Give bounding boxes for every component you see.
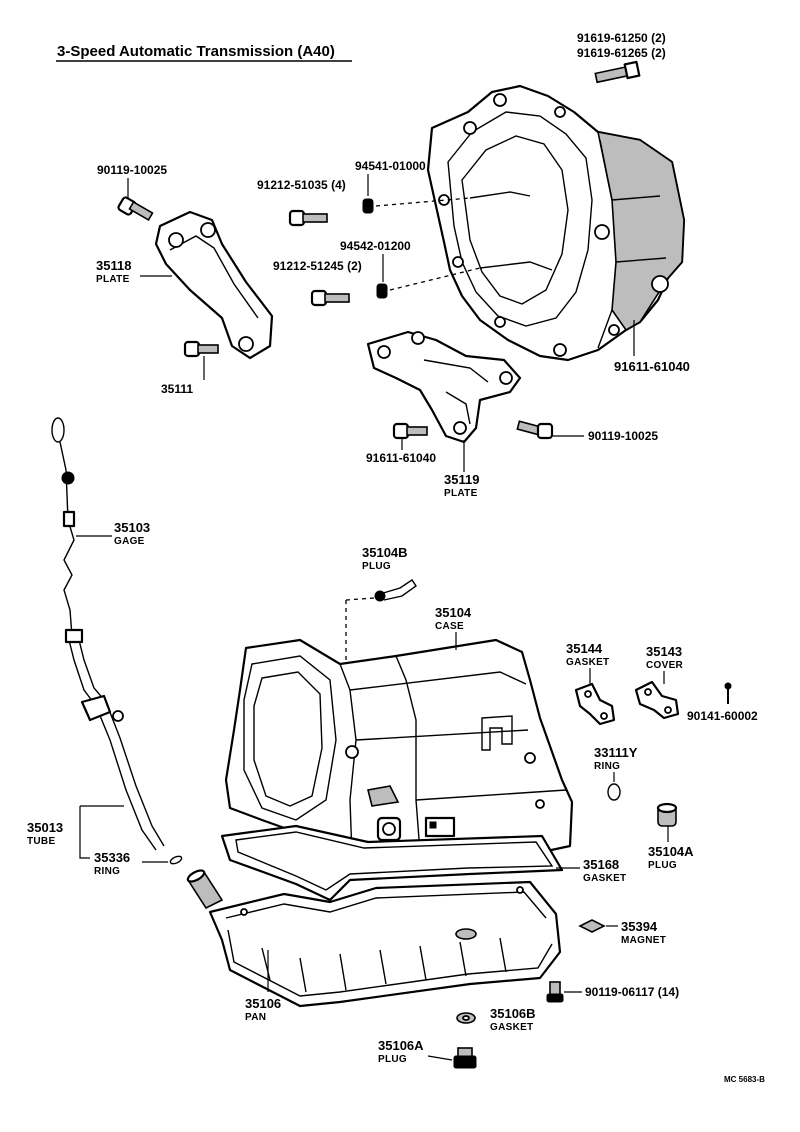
drawing-code: MC 5683-B	[724, 1075, 765, 1084]
bolt-90119-top-graphic	[117, 196, 154, 222]
gasket-35106b-graphic	[456, 1012, 476, 1024]
callout-plate-35119: 35119 PLATE	[444, 471, 484, 499]
callout-housing-35111: 91611-61040	[614, 359, 690, 374]
bolt-91611-left-graphic	[183, 340, 219, 358]
plug-35106a-graphic	[453, 1047, 477, 1069]
bolt-91212-51035-graphic	[288, 209, 328, 227]
bolt-91619-graphic	[594, 60, 641, 84]
callout-pin-94541: 94541-01000	[355, 159, 426, 173]
callout-plate-35118: 35118 PLATE	[96, 257, 136, 285]
callout-pin-94542: 94542-01200	[340, 239, 411, 253]
callout-plug-35104a: 35104A PLUG	[648, 843, 698, 871]
callout-bolt-90141: 90141-60002	[687, 709, 758, 723]
callout-bolt-90119-pan: 90119-06117 (14)	[585, 985, 679, 999]
callout-case-35104: 35104 CASE	[435, 604, 476, 632]
pin-94541-graphic	[362, 197, 471, 214]
pan-35106-graphic	[208, 880, 562, 1008]
callout-pan-35106: 35106 PAN	[245, 995, 286, 1023]
bolt-90119-mid-graphic	[516, 420, 554, 440]
plate-35118-graphic	[154, 210, 274, 360]
callout-bolt-91619: 91619-61250 (2) 91619-61265 (2)	[577, 31, 669, 60]
callout-ring-33111y: 33111Y RING	[594, 744, 642, 772]
cover-35143-graphic	[634, 680, 680, 720]
callout-ring-35336: 35336 RING	[94, 849, 135, 877]
filler-neck-graphic	[186, 869, 224, 910]
callout-gasket-35144: 35144 GASKET	[566, 640, 609, 668]
magnet-35394-graphic	[578, 919, 606, 933]
tube-35013-graphic	[64, 628, 165, 851]
callout-bolt-91212-51035: 91212-51035 (4)	[257, 178, 346, 192]
gasket-35144-graphic	[574, 682, 616, 726]
plate-35119-graphic	[366, 330, 522, 444]
bolt-91212-51245-graphic	[310, 289, 350, 307]
callout-gage-35103: 35103 GAGE	[114, 519, 155, 547]
callout-bolt-91611-mid: 91611-61040	[366, 451, 436, 465]
housing-35111-graphic	[426, 84, 686, 362]
callout-tube-35013: 35013 TUBE	[27, 819, 68, 847]
ring-33111y-graphic	[607, 783, 621, 801]
callout-bolt-91212-51245: 91212-51245 (2)	[273, 259, 362, 273]
bolt-91611-mid-graphic	[392, 422, 428, 440]
gasket-35168-graphic	[220, 824, 564, 902]
pin-94542-graphic	[376, 267, 481, 299]
callout-gasket-35106b: 35106B GASKET	[490, 1005, 540, 1033]
callout-plug-35106a: 35106A PLUG	[378, 1037, 428, 1065]
callout-cover-35143: 35143 COVER	[646, 643, 687, 671]
gage-35103-graphic	[51, 417, 76, 637]
callout-gasket-35168: 35168 GASKET	[583, 856, 626, 884]
bolt-90141-graphic	[724, 682, 732, 704]
callout-bolt-91611-left: 35111	[161, 382, 193, 396]
ring-35336-graphic	[169, 855, 183, 865]
callout-bolt-90119-mid: 90119-10025	[588, 429, 658, 443]
callout-magnet-35394: 35394 MAGNET	[621, 918, 666, 946]
case-35104-graphic	[224, 638, 574, 858]
plug-35104b-graphic	[345, 579, 417, 664]
diagram-title: 3-Speed Automatic Transmission (A40)	[57, 43, 335, 60]
bolt-90119-pan-graphic	[546, 981, 564, 1003]
plug-35104a-graphic	[656, 802, 678, 827]
callout-plug-35104b: 35104B PLUG	[362, 544, 412, 572]
callout-bolt-90119-top: 90119-10025	[97, 163, 167, 177]
